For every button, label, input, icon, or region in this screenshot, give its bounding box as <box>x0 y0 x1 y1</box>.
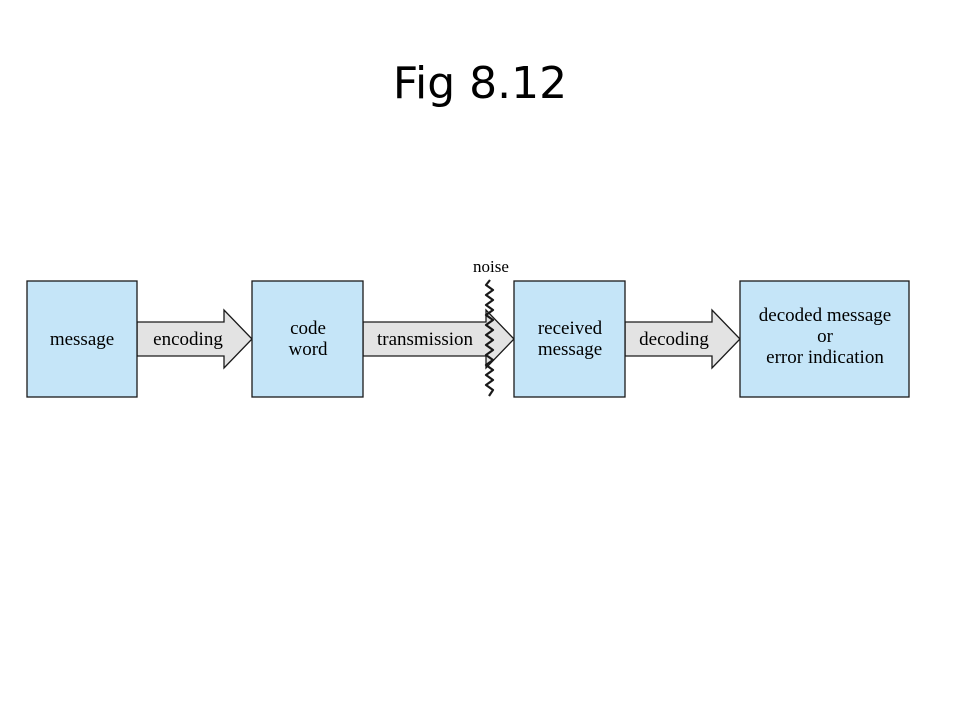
message-box-shape <box>26 280 138 398</box>
code-word-box-line-1: code <box>290 318 326 339</box>
decoding-arrow-shape <box>624 308 741 370</box>
code-word-box-line-2: word <box>288 339 328 360</box>
decoded-message-box-line-3: error indication <box>766 347 884 368</box>
code-word-box-shape <box>251 280 364 398</box>
decoded-message-box-line-2: or <box>817 326 834 347</box>
received-message-box-line-2: message <box>538 339 602 360</box>
message-box-label: message <box>50 329 114 350</box>
slide-title: Fig 8.12 <box>392 58 568 109</box>
noise-indicator: noise <box>473 257 509 397</box>
code-word-box: code word <box>251 280 364 398</box>
transmission-label: transmission <box>377 329 474 350</box>
encoding-arrow-shape <box>136 308 253 370</box>
transmission-arrow: transmission <box>362 308 515 370</box>
message-box: message <box>26 280 138 398</box>
noise-label: noise <box>473 257 509 276</box>
decoding-arrow: decoding <box>624 308 741 370</box>
transmission-arrow-shape <box>362 308 515 370</box>
decoded-message-box-shape <box>739 280 910 398</box>
received-message-box: received message <box>513 280 626 398</box>
decoded-message-box: decoded message or error indication <box>739 280 910 398</box>
decoding-label: decoding <box>639 329 709 350</box>
noise-squiggle-icon <box>484 279 495 397</box>
encoding-label: encoding <box>153 329 223 350</box>
received-message-box-line-1: received <box>538 318 603 339</box>
received-message-box-shape <box>513 280 626 398</box>
encoding-arrow: encoding <box>136 308 253 370</box>
decoded-message-box-line-1: decoded message <box>759 305 891 326</box>
